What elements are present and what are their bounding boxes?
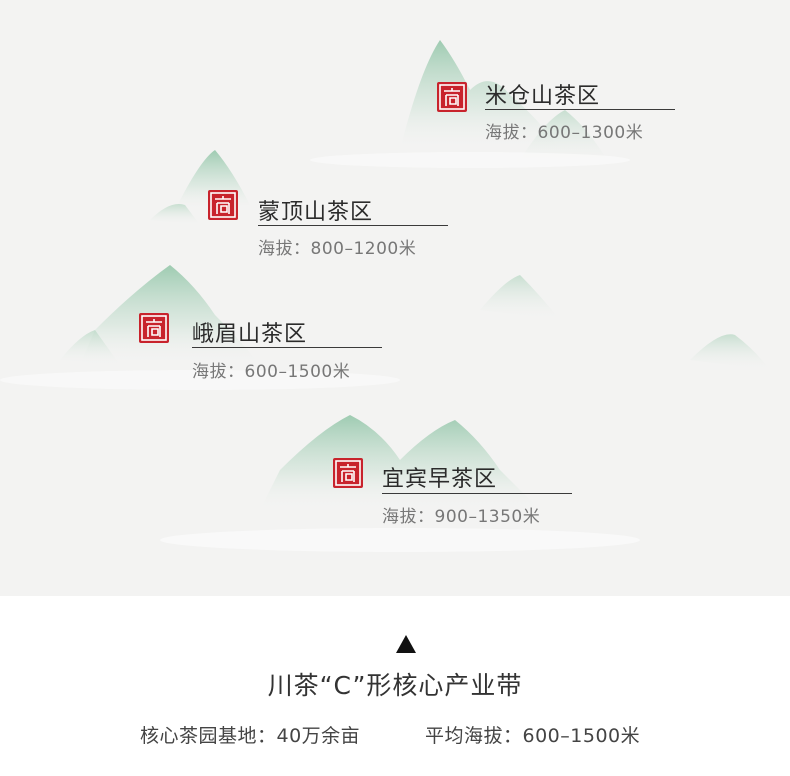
region-altitude: 海拔：900–1350米 — [382, 507, 541, 527]
tea-garden-area: 核心茶园基地：40万余亩 — [140, 725, 361, 747]
mountain-landscape — [60, 40, 770, 510]
red-seal-icon — [437, 82, 467, 112]
region-underline — [382, 493, 572, 494]
region-name: 宜宾早茶区 — [382, 467, 498, 492]
red-seal-icon — [333, 458, 363, 488]
triangle-up-icon — [396, 635, 416, 653]
region-underline — [485, 109, 675, 110]
region-name: 峨眉山茶区 — [192, 322, 308, 347]
region-underline — [258, 225, 448, 226]
region-altitude: 海拔：600–1500米 — [192, 362, 351, 382]
red-seal-icon — [139, 313, 169, 343]
region-name: 米仓山茶区 — [485, 84, 601, 109]
tea-region-map: 米仓山茶区 海拔：600–1300米 蒙顶山茶区 海拔：800–1200米 峨眉… — [0, 0, 790, 596]
region-altitude: 海拔：800–1200米 — [258, 239, 417, 259]
red-seal-icon — [208, 190, 238, 220]
region-underline — [192, 347, 382, 348]
footer-title: 川茶“C”形核心产业带 — [267, 671, 523, 700]
average-altitude: 平均海拔：600–1500米 — [425, 725, 641, 747]
region-name: 蒙顶山茶区 — [258, 200, 374, 225]
region-altitude: 海拔：600–1300米 — [485, 123, 644, 143]
